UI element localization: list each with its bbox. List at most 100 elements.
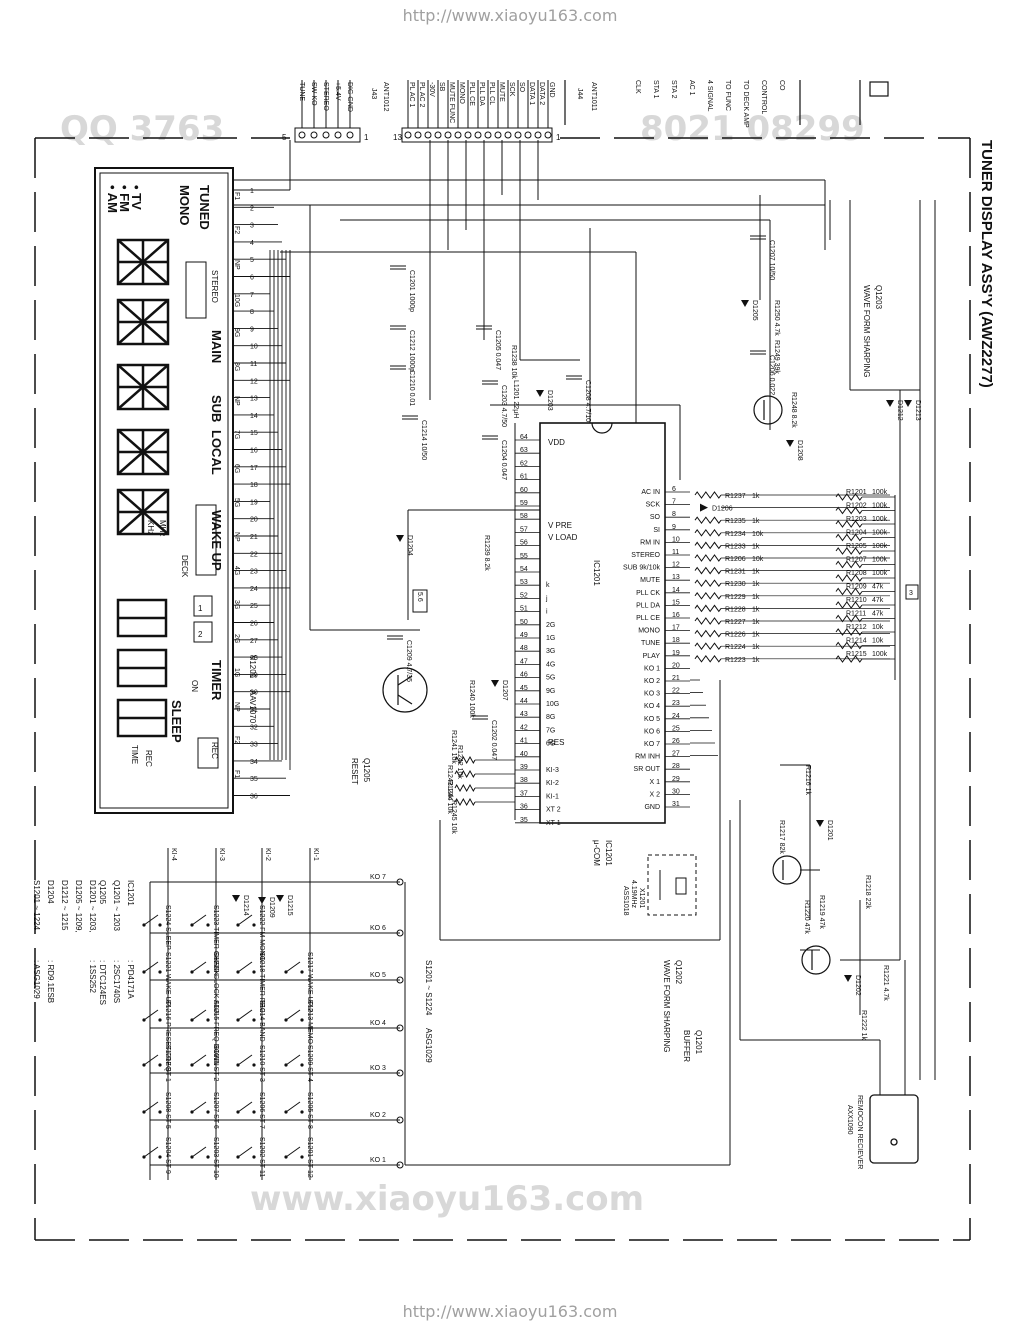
ic-pin-number: 14 xyxy=(672,587,680,594)
switch-contact xyxy=(190,970,194,974)
switch-contact xyxy=(236,1063,240,1067)
diode-symbol xyxy=(491,680,499,687)
ic-pin-number: 10 xyxy=(672,536,680,543)
diode-label: D1203 xyxy=(546,390,553,411)
resistor-symbol xyxy=(694,554,722,562)
vfd-pin-number: 22 xyxy=(250,551,258,558)
svg-text:3: 3 xyxy=(909,590,913,597)
transistor-q1202 xyxy=(772,855,802,885)
switch-symbol xyxy=(143,1101,159,1113)
vfd-pin: 9G xyxy=(233,328,240,337)
vfd-legend: TIMER xyxy=(209,660,224,701)
diode-label: D1208 xyxy=(796,440,803,461)
switch-label: S1207 ST 6 xyxy=(212,1092,219,1129)
pullup-ref: R1205 xyxy=(846,543,867,550)
pullup-val: 100k xyxy=(872,543,888,550)
ic-pin-number: 30 xyxy=(672,788,680,795)
resistor-symbol xyxy=(694,591,722,600)
ko-terminal xyxy=(396,878,404,886)
pullup-ref: R1215 xyxy=(846,651,867,658)
switch-contact xyxy=(300,1155,304,1159)
diode-symbol xyxy=(816,820,824,827)
resistor-symbol xyxy=(835,547,863,555)
capacitor-label: C1203 4.7/50 xyxy=(500,385,507,427)
bom-ref: D1205 ~ 1209, xyxy=(74,880,83,933)
switch-symbol xyxy=(143,1009,159,1021)
vfd-wires xyxy=(233,189,291,796)
connector-top-label: STA 1 xyxy=(652,80,659,99)
bom-ref: IC1201 xyxy=(126,880,135,906)
ic-pin-number: 42 xyxy=(520,724,528,731)
ic1201-label: IC1201 xyxy=(604,840,613,866)
resistor-symbol xyxy=(694,629,722,638)
vfd-7seg-digit xyxy=(116,698,168,738)
switch-label: S1217 WAKE UP 2 xyxy=(306,952,313,1012)
right-resistor-ref: R1229 xyxy=(725,594,746,601)
resistor-symbol xyxy=(694,579,722,588)
switch-contact xyxy=(158,1110,162,1114)
connector-pin xyxy=(544,131,552,139)
resistor-symbol xyxy=(835,574,863,582)
vfd-legend: KHz xyxy=(146,520,155,535)
switch-contact xyxy=(206,970,210,974)
vfd-pin-number: 24 xyxy=(250,586,258,593)
ko-label: KO 1 xyxy=(370,1157,386,1164)
ic-pin-number: 16 xyxy=(672,612,680,619)
ic-pin-number: 26 xyxy=(672,738,680,745)
ic-right-pin-name: X 2 xyxy=(649,791,660,798)
crystal-ref: X1201 xyxy=(638,888,645,908)
ic-pin-number: 7 xyxy=(672,499,676,506)
vfd-pin-labels: F1F2NP10G9G8GNP7G6G5GNP4G3G2G1GNPF2F1123… xyxy=(233,188,258,801)
footer-url[interactable]: http://www.xiaoyu163.com xyxy=(402,1302,618,1321)
right-resistor-ref: R1234 xyxy=(725,531,746,538)
connector-left-ref: J43 xyxy=(370,88,377,99)
diode-symbol xyxy=(904,400,912,407)
transistor-desc: RESET xyxy=(350,758,359,785)
vfd-pin-number: 34 xyxy=(250,759,258,766)
switch-contact xyxy=(300,1063,304,1067)
connector-right-label: PLL CL xyxy=(488,82,495,105)
switch-label: S1205 ST 8 xyxy=(306,1092,313,1129)
vfd-pin-number: 3 xyxy=(250,223,254,230)
switch-contact xyxy=(206,1018,210,1022)
switch-symbol xyxy=(237,1009,253,1021)
vfd-legend: ON xyxy=(190,680,199,692)
vfd-pin-number: 6 xyxy=(250,275,254,282)
resistor-symbol xyxy=(454,755,476,765)
switch-contact xyxy=(142,923,146,927)
header-url[interactable]: http://www.xiaoyu163.com xyxy=(402,6,618,25)
diode-label: D1209 xyxy=(268,897,275,918)
switch-contact xyxy=(158,923,162,927)
vfd-pin-number: 17 xyxy=(250,465,258,472)
connector-right-label: PL AC 2 xyxy=(418,82,425,108)
connector-pin xyxy=(514,131,522,139)
right-resistor-val: 1k xyxy=(752,619,760,626)
diode-label: D1213 xyxy=(914,400,921,421)
right-resistor-val: 1k xyxy=(752,581,760,588)
connector-pin xyxy=(524,131,532,139)
misc-part-label: R1243 10k xyxy=(446,765,453,799)
ic-left-pin-name: 3G xyxy=(546,648,555,655)
switch-contact xyxy=(236,970,240,974)
ic-pin-number: 20 xyxy=(672,662,680,669)
ic-right-pin-name: PLL DA xyxy=(636,602,660,609)
ic-right-pin-name: MUTE xyxy=(640,577,660,584)
connector-left-label: DIG GND xyxy=(346,82,353,112)
ic-pin-number: 47 xyxy=(520,658,528,665)
vfd-pin-number: 18 xyxy=(250,482,258,489)
switch-contact xyxy=(206,1063,210,1067)
capacitor-label: C1210 0.01 xyxy=(408,370,415,406)
resistor-symbol xyxy=(835,601,863,609)
capacitor-label: C1206 0.022 xyxy=(768,355,775,395)
resistor-symbol xyxy=(694,516,722,525)
connector-right-label: SCK xyxy=(508,82,515,97)
connector-left-pin-5: 5 xyxy=(282,133,287,142)
ic-right-pin-name: SR OUT xyxy=(634,766,661,773)
ic-pin-number: 52 xyxy=(520,592,528,599)
capacitor-label: C1205 0.047 xyxy=(494,330,501,370)
switch-contact xyxy=(284,1110,288,1114)
ic-left-pin-name: k xyxy=(546,582,550,589)
diode-label: D1205 xyxy=(751,300,758,321)
